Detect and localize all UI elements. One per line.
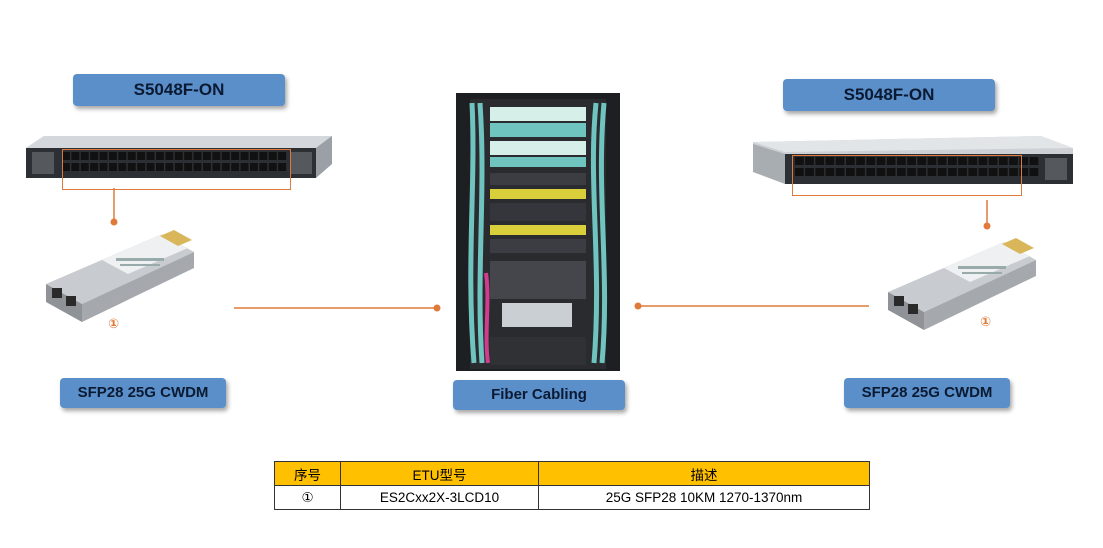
fiber-rack-image (456, 93, 620, 371)
right-switch-label: S5048F-ON (783, 79, 995, 111)
table-header-row: 序号 ETU型号 描述 (274, 461, 870, 486)
left-switch-image (26, 136, 332, 178)
left-port-highlight (62, 149, 291, 190)
right-sfp-marker: ① (980, 314, 992, 329)
right-sfp-module-image (888, 238, 1036, 330)
header-index: 序号 (274, 461, 341, 486)
left-link-line (234, 304, 441, 312)
fiber-cabling-label: Fiber Cabling (453, 380, 625, 410)
cell-description: 25G SFP28 10KM 1270-1370nm (538, 485, 870, 510)
left-switch-label: S5048F-ON (73, 74, 285, 106)
left-connector-line (110, 188, 118, 226)
module-spec-table: 序号 ETU型号 描述 ① ES2Cxx2X-3LCD10 25G SFP28 … (274, 461, 870, 510)
right-switch-image (753, 136, 1073, 184)
cell-etu-model: ES2Cxx2X-3LCD10 (340, 485, 539, 510)
header-etu-model: ETU型号 (340, 461, 539, 486)
header-description: 描述 (538, 461, 870, 486)
table-row: ① ES2Cxx2X-3LCD10 25G SFP28 10KM 1270-13… (274, 485, 870, 510)
left-sfp-label: SFP28 25G CWDM (60, 378, 226, 408)
left-sfp-marker: ① (108, 316, 120, 331)
right-link-line (634, 302, 869, 310)
left-sfp-module-image (46, 230, 194, 322)
right-connector-line (983, 200, 991, 230)
cell-index: ① (274, 485, 341, 510)
right-port-highlight (792, 155, 1022, 196)
right-sfp-label: SFP28 25G CWDM (844, 378, 1010, 408)
